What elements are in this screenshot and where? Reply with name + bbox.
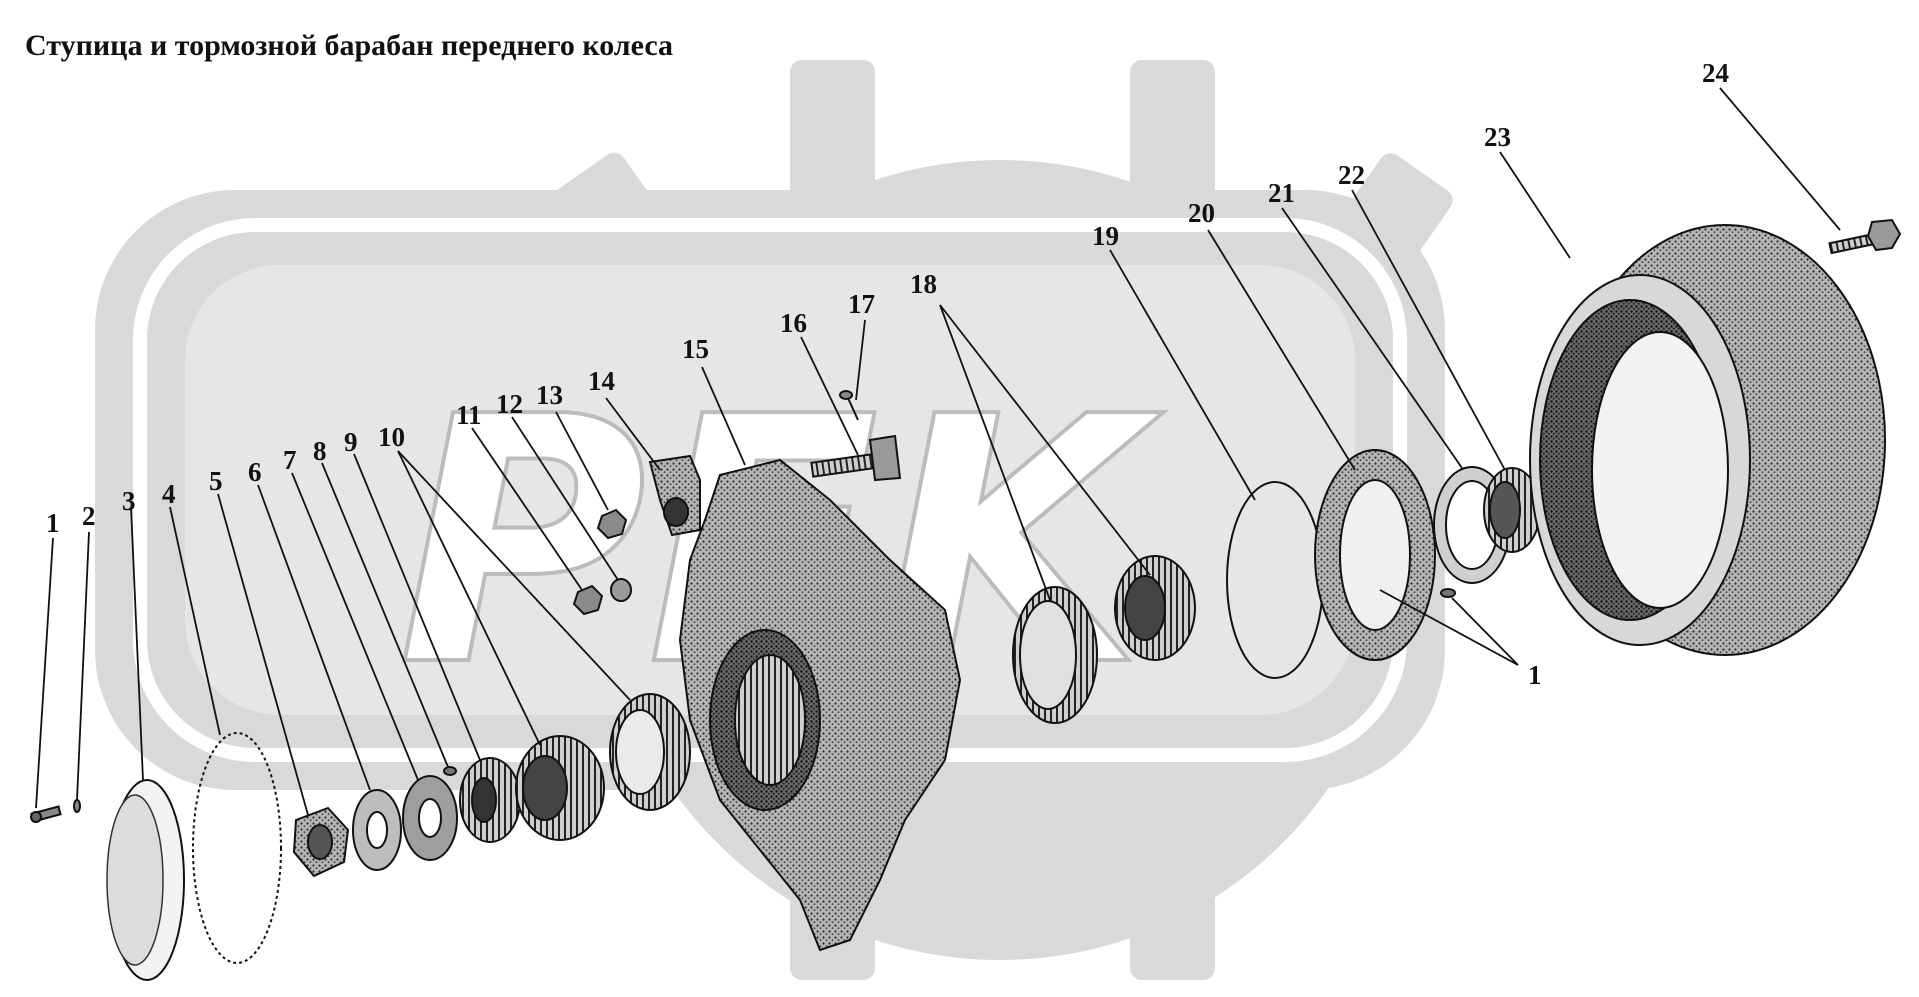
part-10-bearing-ring	[609, 693, 691, 811]
callout-13: 13	[536, 380, 563, 410]
callout-9: 9	[344, 427, 358, 457]
callout-2: 2	[82, 501, 96, 531]
callout-14: 14	[588, 366, 615, 396]
callout-6: 6	[248, 457, 262, 487]
part-13-nut	[596, 508, 628, 540]
callout-19: 19	[1092, 221, 1119, 251]
callout-4: 4	[162, 479, 176, 509]
part-11-nut	[572, 584, 604, 616]
callout-23: 23	[1484, 122, 1511, 152]
part-7-lock-plate	[402, 775, 458, 861]
part-2-washer	[73, 799, 81, 813]
part-6-lock-washer	[352, 789, 402, 871]
callout-11: 11	[456, 400, 482, 430]
callout-20: 20	[1188, 198, 1215, 228]
callout-10: 10	[378, 422, 405, 452]
part-8-pin	[443, 766, 457, 776]
part-17-cotter-pin	[839, 390, 859, 421]
callout-1: 1	[46, 508, 60, 538]
callouts: 1 2 3 4 5 6 7 8 9 10 11 12 13 14 15 16 1…	[46, 58, 1729, 690]
part-1-screw	[1440, 588, 1456, 598]
callout-17: 17	[848, 289, 875, 319]
callout-16: 16	[780, 308, 807, 338]
callout-22: 22	[1338, 160, 1365, 190]
callout-7: 7	[283, 445, 297, 475]
part-10-bearing	[515, 735, 605, 841]
part-12-washer	[610, 578, 632, 602]
parts	[30, 218, 1902, 981]
callout-8: 8	[313, 436, 327, 466]
callout-21: 21	[1268, 178, 1295, 208]
part-9-nut	[459, 757, 521, 843]
part-24-bolt	[1828, 218, 1902, 255]
callout-15: 15	[682, 334, 709, 364]
part-14-bracket	[648, 454, 701, 537]
callout-1-right: 1	[1528, 660, 1542, 690]
callout-5: 5	[209, 466, 223, 496]
callout-18: 18	[910, 269, 937, 299]
part-3-hub-cap	[106, 779, 185, 981]
part-18-bearing	[1114, 555, 1196, 661]
part-4-gasket	[192, 732, 282, 964]
callout-24: 24	[1702, 58, 1729, 88]
callout-3: 3	[122, 486, 136, 516]
part-15-hub	[678, 458, 962, 952]
part-5-nut	[292, 806, 350, 878]
callout-12: 12	[496, 389, 523, 419]
part-22-sleeve	[1483, 467, 1541, 553]
part-16-stud	[810, 434, 902, 482]
diagram-title: Ступица и тормозной барабан переднего ко…	[25, 29, 673, 62]
part-18-bearing-ring	[1012, 586, 1098, 724]
leader-lines	[35, 87, 1841, 816]
part-23-brake-drum	[1529, 224, 1886, 656]
part-1-bolt	[30, 805, 62, 823]
part-20-seal-housing	[1314, 449, 1436, 661]
